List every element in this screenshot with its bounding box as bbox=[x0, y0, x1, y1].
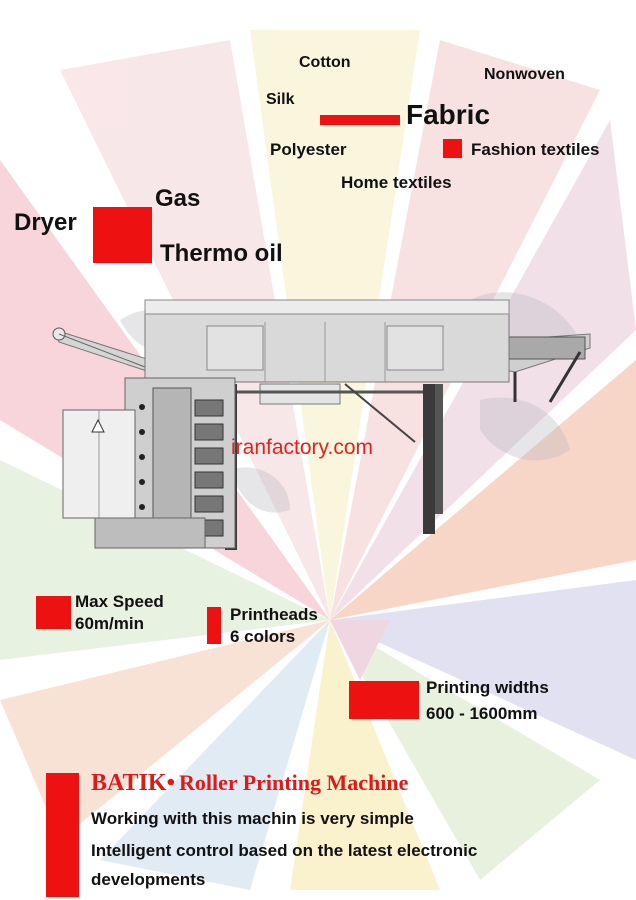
footer-line-1: Working with this machin is very simple bbox=[91, 809, 414, 828]
brand-dot: • bbox=[166, 770, 175, 796]
roller-printing-machine-image bbox=[52, 299, 591, 550]
brand-name: BATIK bbox=[91, 770, 167, 796]
dryer-option-thermo-oil: Thermo oil bbox=[160, 240, 283, 267]
footer-line-3: developments bbox=[91, 870, 206, 889]
spec-widths-label: Printing widths bbox=[426, 678, 549, 697]
footer-line-2: Intelligent control based on the latest … bbox=[91, 841, 478, 860]
footer-accent-bar bbox=[46, 773, 79, 897]
product-name: Roller Printing Machine bbox=[178, 770, 409, 795]
fabric-type-silk: Silk bbox=[266, 91, 295, 108]
fabric-title: Fabric bbox=[406, 99, 491, 130]
spec-speed-label: Max Speed bbox=[75, 592, 164, 611]
fabric-type-fashion-textiles: Fashion textiles bbox=[471, 140, 600, 159]
spec-widths-value: 600 - 1600mm bbox=[426, 704, 538, 723]
fabric-accent-bar bbox=[320, 115, 400, 125]
widths-accent-bar bbox=[349, 681, 419, 719]
fashion-accent-square bbox=[443, 139, 462, 158]
dryer-title: Dryer bbox=[14, 209, 77, 236]
spec-printheads-label: Printheads bbox=[230, 605, 318, 624]
fabric-type-cotton: Cotton bbox=[299, 54, 351, 71]
speed-accent-square bbox=[36, 596, 71, 629]
printheads-accent-bar bbox=[207, 607, 221, 644]
spec-printheads-value: 6 colors bbox=[230, 627, 296, 646]
fabric-type-nonwoven: Nonwoven bbox=[484, 66, 565, 83]
dryer-option-gas: Gas bbox=[155, 185, 201, 212]
spec-speed-value: 60m/min bbox=[75, 614, 144, 633]
fabric-type-home-textiles: Home textiles bbox=[341, 173, 452, 192]
fabric-type-polyester: Polyester bbox=[270, 140, 347, 159]
dryer-accent-square bbox=[93, 207, 152, 263]
brand-line: BATIK• Roller Printing Machine bbox=[91, 770, 408, 797]
watermark-text: iranfactory.com bbox=[231, 436, 373, 459]
